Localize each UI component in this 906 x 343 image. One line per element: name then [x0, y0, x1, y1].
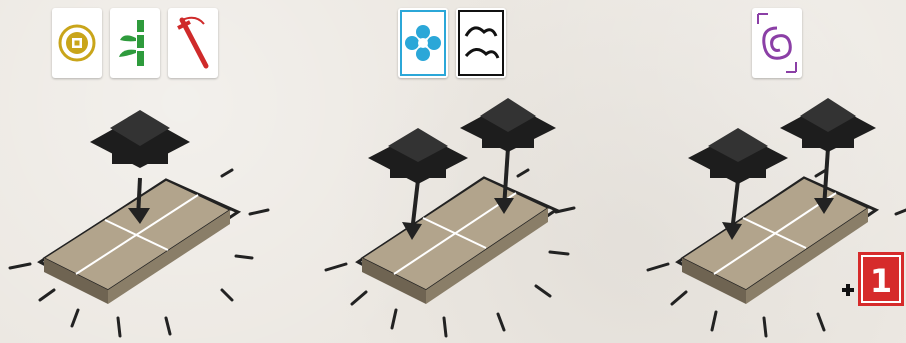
scoring-panel-one-roof	[0, 0, 300, 343]
district-scene	[0, 0, 300, 343]
stone-district	[682, 178, 868, 304]
plus-one-icon: 1	[842, 250, 906, 310]
stone-district	[362, 178, 548, 304]
bonus-point-badge: 1	[842, 250, 906, 310]
district-scene	[300, 0, 600, 343]
bonus-value: 1	[870, 262, 892, 300]
scoring-panel-two-roofs	[300, 0, 600, 343]
